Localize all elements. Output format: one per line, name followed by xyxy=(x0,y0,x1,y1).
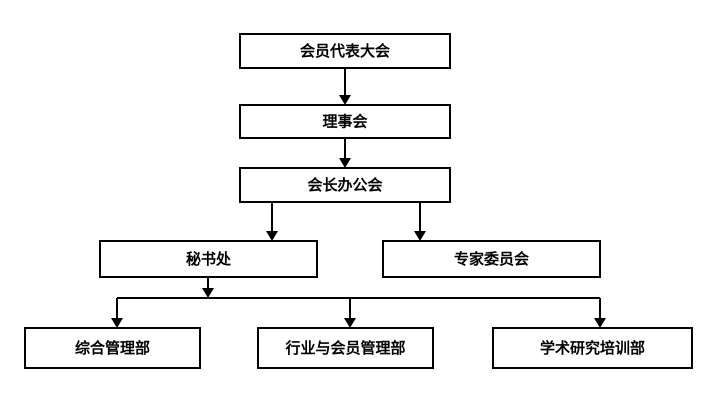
arrow-head xyxy=(339,95,351,105)
node-academic-research-training: 学术研究培训部 xyxy=(492,327,693,369)
node-members-congress: 会员代表大会 xyxy=(239,33,451,69)
node-label: 秘书处 xyxy=(186,250,232,268)
arrow-head xyxy=(414,231,426,241)
connector-congress-to-council xyxy=(339,68,351,105)
node-label: 综合管理部 xyxy=(75,339,150,357)
node-label: 会长办公会 xyxy=(307,176,382,194)
node-label: 学术研究培训部 xyxy=(540,339,645,357)
node-expert-committee: 专家委员会 xyxy=(382,240,601,278)
arrow-head xyxy=(266,231,278,241)
node-label: 会员代表大会 xyxy=(300,42,390,60)
connector-bus-to-industry-member-management xyxy=(344,298,356,328)
arrow-head xyxy=(202,288,214,298)
connector-bus-to-general-management xyxy=(111,298,123,328)
node-label: 行业与会员管理部 xyxy=(284,339,405,357)
connector-office-to-expert-committee xyxy=(414,202,426,241)
connector-secretariat-bus xyxy=(117,277,600,299)
connector-office-to-secretariat xyxy=(266,202,278,241)
connector-council-to-office xyxy=(339,138,351,168)
node-president-office: 会长办公会 xyxy=(239,167,451,203)
node-general-management: 综合管理部 xyxy=(24,327,201,369)
node-industry-member-management: 行业与会员管理部 xyxy=(257,327,434,369)
arrow-head xyxy=(339,158,351,168)
node-council: 理事会 xyxy=(239,104,451,139)
arrow-head xyxy=(594,318,606,328)
node-secretariat: 秘书处 xyxy=(99,240,318,278)
arrow-head xyxy=(111,318,123,328)
node-label: 理事会 xyxy=(322,113,367,131)
connector-bus-to-academic-research-training xyxy=(594,298,606,328)
node-label: 专家委员会 xyxy=(454,250,529,268)
arrow-head xyxy=(344,318,356,328)
